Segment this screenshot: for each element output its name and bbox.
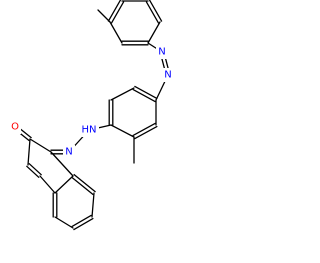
bond-c8-c8a-a <box>73 173 96 193</box>
bond-tg-tb <box>147 21 161 44</box>
bond-c4a-c8a <box>54 175 74 194</box>
azo-n2-label: N <box>158 47 165 58</box>
bond-rc-rd-b <box>134 85 158 100</box>
bond-c6-c7-b <box>71 214 92 228</box>
bond-c1-c2 <box>29 138 52 153</box>
bond-c7-c8 <box>91 192 95 218</box>
bond-td-te-a <box>110 1 125 24</box>
azo-n1-label-bg <box>162 68 174 82</box>
chemical-structure-diagram: O HN N N N <box>9 0 174 231</box>
bond-c3-c4-b <box>28 163 42 176</box>
bond-td-te-b <box>107 0 122 22</box>
bond-c2-c3 <box>27 138 31 166</box>
hydrazone-nh-label: HN <box>82 125 97 136</box>
hydrazone-nh-label-bg <box>80 123 99 137</box>
bond-c6-c7-a <box>73 217 94 231</box>
bond-c3-c4-a <box>26 165 40 178</box>
bond-rc-rd-a <box>132 88 156 103</box>
bond-c5-c6 <box>54 216 74 229</box>
bond-tf-tg-b <box>148 0 163 22</box>
bond-tc-td <box>109 21 123 44</box>
bond-td-tme <box>97 9 111 23</box>
bond-re-rf-a <box>132 122 156 137</box>
azo-n2-label-bg <box>156 45 168 59</box>
atom-label-layer: O HN N N N <box>9 45 174 159</box>
oxygen-label-bg <box>9 120 21 134</box>
bond-c8a-c1 <box>50 151 74 177</box>
bond-c4-c4a <box>39 175 56 194</box>
hydrazone-n-label: N <box>65 147 72 158</box>
bond-re-rf-b <box>134 125 158 140</box>
hydrazone-n-label-bg <box>63 145 75 159</box>
bond-tf-tg-a <box>145 1 160 24</box>
bond-rf-ra <box>110 124 135 138</box>
bond-layer <box>13 0 171 231</box>
bond-rb-rc <box>110 87 135 101</box>
oxygen-label: O <box>11 122 19 133</box>
azo-n1-label: N <box>164 70 171 81</box>
bond-c8-c8a-b <box>71 176 94 196</box>
